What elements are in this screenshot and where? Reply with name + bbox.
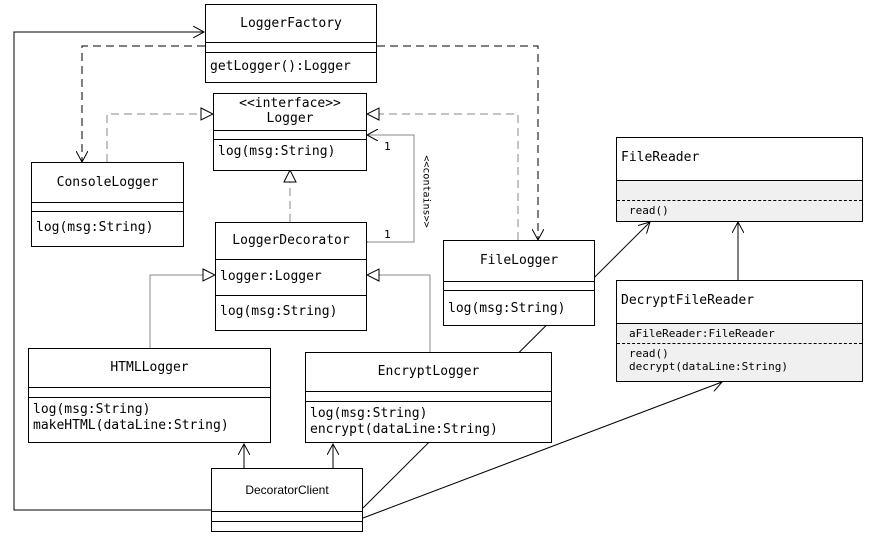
htmllogger-name: HTMLLogger bbox=[110, 360, 189, 375]
encryptlogger-attributes bbox=[306, 391, 551, 401]
loggerdecorator-attr: logger:Logger bbox=[220, 269, 322, 284]
loggerfactory-class[interactable]: LoggerFactory getLogger():Logger bbox=[205, 4, 377, 83]
filereader-operations: read() bbox=[617, 200, 862, 221]
filelogger-operations: log(msg:String) bbox=[444, 290, 594, 317]
factory-to-filelogger-dependency bbox=[377, 45, 538, 240]
consolelogger-attributes bbox=[32, 202, 183, 211]
multiplicity-decorator-end: 1 bbox=[384, 228, 391, 241]
contains-stereotype-label: <<contains>> bbox=[420, 155, 432, 228]
htmllogger-class[interactable]: HTMLLogger log(msg:String) makeHTML(data… bbox=[28, 348, 271, 443]
multiplicity-logger-end: 1 bbox=[384, 140, 391, 153]
htmllogger-op-log: log(msg:String) bbox=[33, 402, 151, 417]
loggerdecorator-class[interactable]: LoggerDecorator logger:Logger log(msg:St… bbox=[215, 222, 367, 331]
client-to-factory-association bbox=[13, 32, 211, 511]
logger-attributes bbox=[214, 130, 366, 139]
loggerfactory-name: LoggerFactory bbox=[240, 16, 342, 31]
encryptlogger-op-log: log(msg:String) bbox=[310, 406, 428, 421]
htmllogger-op-makehtml: makeHTML(dataLine:String) bbox=[33, 418, 229, 433]
decryptfilereader-operations: read() decrypt(dataLine:String) bbox=[617, 343, 862, 381]
loggerfactory-operations: getLogger():Logger bbox=[206, 52, 376, 75]
client-to-decryptfilereader-association bbox=[362, 382, 722, 519]
filereader-class[interactable]: FileReader read() bbox=[616, 137, 863, 222]
filelogger-name: FileLogger bbox=[479, 253, 559, 268]
logger-stereotype: <<interface>> bbox=[239, 96, 341, 111]
encryptlogger-class[interactable]: EncryptLogger log(msg:String) encrypt(da… bbox=[305, 352, 552, 443]
consolelogger-operations: log(msg:String) bbox=[32, 211, 183, 236]
consolelogger-name: ConsoleLogger bbox=[56, 175, 159, 190]
encryptlogger-op-encrypt: encrypt(dataLine:String) bbox=[310, 422, 498, 437]
htmllogger-operations: log(msg:String) makeHTML(dataLine:String… bbox=[29, 397, 270, 434]
filelogger-op: log(msg:String) bbox=[448, 301, 566, 316]
filelogger-attributes bbox=[444, 281, 594, 290]
encryptlogger-name: EncryptLogger bbox=[377, 364, 480, 379]
filelogger-realizes-logger bbox=[367, 114, 519, 240]
htmllogger-attributes bbox=[29, 387, 270, 397]
logger-operations: log(msg:String) bbox=[214, 139, 366, 160]
decryptfilereader-op-decrypt: decrypt(dataLine:String) bbox=[629, 360, 788, 373]
factory-to-consolelogger-dependency bbox=[82, 45, 205, 162]
decryptfilereader-attr: aFileReader:FileReader bbox=[629, 327, 775, 340]
filelogger-class[interactable]: FileLogger log(msg:String) bbox=[443, 240, 595, 326]
logger-header: <<interface>> Logger bbox=[214, 94, 366, 130]
filereader-op: read() bbox=[629, 204, 669, 217]
decoratorclient-operations bbox=[212, 521, 362, 531]
loggerdecorator-op: log(msg:String) bbox=[220, 304, 338, 319]
logger-interface[interactable]: <<interface>> Logger log(msg:String) bbox=[213, 93, 367, 171]
filereader-attributes bbox=[617, 180, 862, 200]
encryptlogger-extends-decorator bbox=[367, 275, 431, 352]
filereader-name: FileReader bbox=[621, 150, 700, 165]
decryptfilereader-op-read: read() bbox=[629, 347, 669, 360]
encryptlogger-operations: log(msg:String) encrypt(dataLine:String) bbox=[306, 401, 551, 438]
htmllogger-extends-decorator bbox=[149, 275, 215, 348]
decoratorclient-name: DecoratorClient bbox=[245, 483, 329, 497]
consolelogger-class[interactable]: ConsoleLogger log(msg:String) bbox=[31, 162, 184, 247]
decoratorclient-attributes bbox=[212, 511, 362, 521]
decorator-contains-logger-aggregation bbox=[367, 135, 415, 242]
logger-op: log(msg:String) bbox=[218, 144, 336, 159]
decryptfilereader-class[interactable]: DecryptFileReader aFileReader:FileReader… bbox=[616, 280, 863, 382]
loggerdecorator-name: LoggerDecorator bbox=[232, 233, 350, 248]
loggerdecorator-operations: log(msg:String) bbox=[216, 295, 366, 320]
loggerdecorator-attributes: logger:Logger bbox=[216, 259, 366, 295]
decryptfilereader-name: DecryptFileReader bbox=[621, 293, 755, 308]
logger-name: Logger bbox=[266, 111, 314, 126]
loggerfactory-op: getLogger():Logger bbox=[210, 59, 351, 74]
decryptfilereader-attributes: aFileReader:FileReader bbox=[617, 323, 862, 343]
consolelogger-op: log(msg:String) bbox=[36, 220, 154, 235]
decoratorclient-class[interactable]: DecoratorClient bbox=[211, 468, 363, 532]
loggerfactory-attributes bbox=[206, 42, 376, 52]
consolelogger-realizes-logger bbox=[106, 114, 213, 162]
